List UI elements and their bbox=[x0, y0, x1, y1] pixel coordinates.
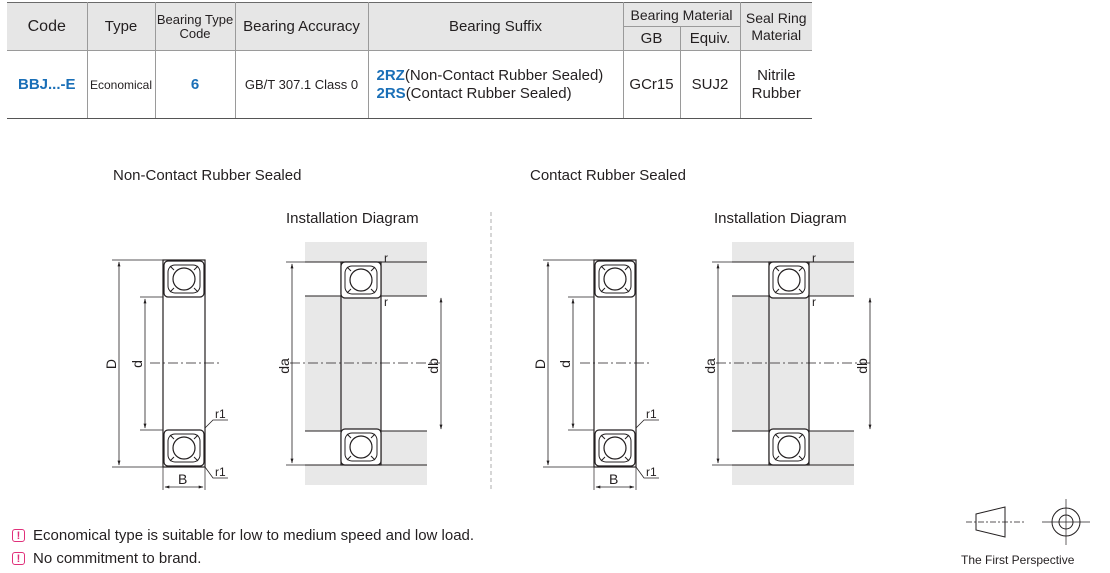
header-seal-ring-line1: Seal Ring bbox=[745, 9, 807, 26]
contact-bearing-drawing bbox=[543, 259, 659, 490]
note-1: ! Economical type is suitable for low to… bbox=[12, 527, 474, 544]
cell-suffix: 2RZ(Non-Contact Rubber Sealed) 2RS(Conta… bbox=[367, 50, 624, 119]
perspective-label: The First Perspective bbox=[961, 553, 1075, 567]
dim-r1-right-bottom: r1 bbox=[646, 465, 657, 479]
cell-accuracy: GB/T 307.1 Class 0 bbox=[234, 50, 369, 119]
header-bearing-accuracy: Bearing Accuracy bbox=[234, 2, 369, 51]
cell-type: Economical bbox=[86, 50, 156, 119]
ball-section-bottom bbox=[163, 429, 205, 467]
header-bearing-type-code-line2: Code bbox=[179, 25, 211, 41]
contact-installation-drawing bbox=[712, 242, 872, 485]
dim-D-right: D bbox=[532, 359, 548, 369]
header-bearing-suffix: Bearing Suffix bbox=[367, 2, 624, 51]
header-seal-ring-line2: Material bbox=[751, 26, 802, 43]
contact-title: Contact Rubber Sealed bbox=[530, 167, 686, 184]
dim-D-left: D bbox=[103, 359, 119, 369]
dim-r-right-top: r bbox=[812, 251, 816, 265]
first-perspective-symbol-icon bbox=[966, 499, 1090, 545]
note-1-text: Economical type is suitable for low to m… bbox=[33, 527, 475, 544]
suffix-2rz-desc: (Non-Contact Rubber Sealed) bbox=[404, 66, 604, 84]
header-code: Code bbox=[7, 2, 88, 51]
note-2: ! No commitment to brand. bbox=[12, 550, 201, 567]
dim-d-right: d bbox=[557, 360, 573, 368]
dim-B-right: B bbox=[609, 471, 618, 487]
dim-r1-left-top: r1 bbox=[215, 407, 226, 421]
note-2-text: No commitment to brand. bbox=[33, 550, 202, 567]
dim-r1-right-top: r1 bbox=[646, 407, 657, 421]
cell-bearing-type-code: 6 bbox=[154, 50, 236, 119]
header-bearing-type-code: Bearing Type Code bbox=[154, 2, 236, 51]
seal-line1: Nitrile bbox=[757, 66, 796, 84]
seal-line2: Rubber bbox=[751, 84, 801, 102]
suffix-2rs-code: 2RS bbox=[376, 84, 406, 102]
header-seal-ring-material: Seal Ring Material bbox=[739, 2, 812, 51]
non-contact-bearing-drawing bbox=[112, 259, 228, 490]
dim-da-right: da bbox=[702, 358, 718, 374]
dim-B-left: B bbox=[178, 471, 187, 487]
header-equiv: Equiv. bbox=[679, 26, 740, 51]
header-bearing-material: Bearing Material bbox=[622, 2, 741, 27]
dim-r-right-bottom: r bbox=[812, 295, 816, 309]
dim-r-left-bottom: r bbox=[384, 295, 388, 309]
exclamation-icon: ! bbox=[12, 529, 25, 542]
header-bearing-type-code-line1: Bearing Type bbox=[156, 11, 234, 27]
dim-r-left-top: r bbox=[384, 251, 388, 265]
dim-d-left: d bbox=[129, 360, 145, 368]
ball-section-top bbox=[163, 260, 205, 298]
dim-db-left: db bbox=[425, 358, 441, 374]
cell-seal-ring: Nitrile Rubber bbox=[739, 50, 812, 119]
suffix-2rz-code: 2RZ bbox=[376, 66, 405, 84]
suffix-2rs-desc: (Contact Rubber Sealed) bbox=[405, 84, 572, 102]
dim-da-left: da bbox=[276, 358, 292, 374]
exclamation-icon: ! bbox=[12, 552, 25, 565]
non-contact-title: Non-Contact Rubber Sealed bbox=[113, 167, 302, 184]
non-contact-installation-drawing bbox=[286, 242, 443, 485]
spec-table: Code Type Bearing Type Code Bearing Accu… bbox=[7, 2, 812, 119]
dim-r1-left-bottom: r1 bbox=[215, 465, 226, 479]
cell-gb: GCr15 bbox=[622, 50, 681, 119]
header-gb: GB bbox=[623, 26, 681, 51]
cell-equiv: SUJ2 bbox=[679, 50, 741, 119]
dim-db-right: db bbox=[854, 358, 870, 374]
installation-label-left: Installation Diagram bbox=[286, 210, 419, 227]
installation-label-right: Installation Diagram bbox=[714, 210, 847, 227]
